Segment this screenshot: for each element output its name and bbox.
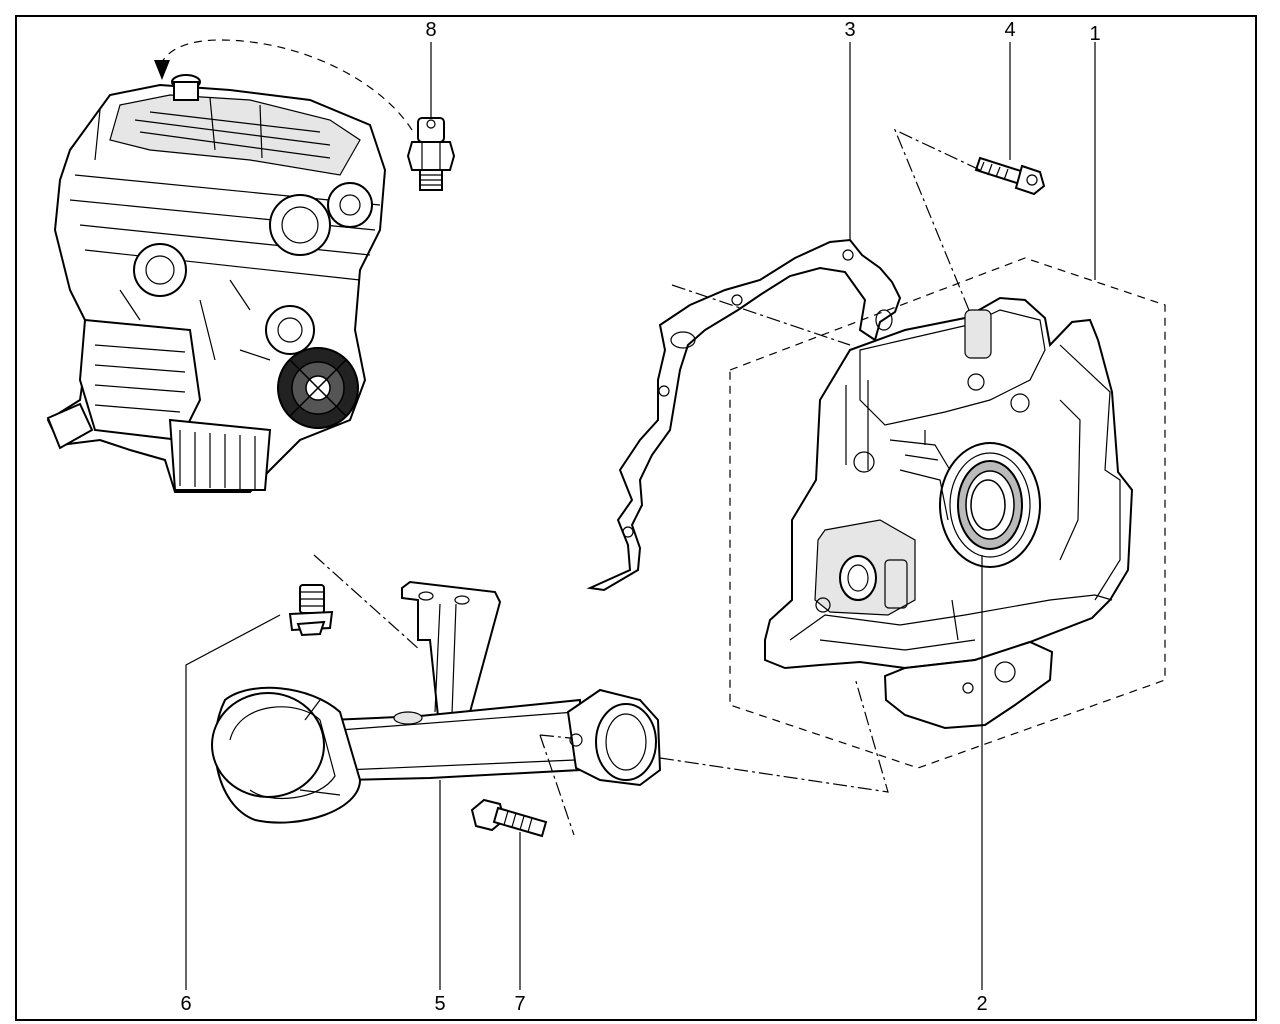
part-3-gasket <box>586 238 902 592</box>
oil-pump-location-highlight <box>277 347 359 429</box>
part-7-bolt <box>470 798 548 838</box>
part-4-bolt <box>974 156 1046 196</box>
part-5-oil-pickup-pipe <box>211 580 662 824</box>
callout-3: 3 <box>844 19 855 41</box>
callout-2: 2 <box>976 993 987 1015</box>
leader-lines <box>185 42 1096 990</box>
callout-8: 8 <box>425 19 436 41</box>
relocation-arrow <box>161 39 413 131</box>
callout-5: 5 <box>434 993 445 1015</box>
part-1-oil-pump-group-box <box>729 257 1166 769</box>
part-8-oil-pressure-switch <box>406 117 456 191</box>
callout-1: 1 <box>1089 23 1100 45</box>
callout-6: 6 <box>180 993 191 1015</box>
engine-assembly-drawing <box>46 39 413 493</box>
diagram-frame <box>15 15 1257 1021</box>
callout-7: 7 <box>514 993 525 1015</box>
part-1-oil-pump-housing <box>764 296 1134 730</box>
part-6-bolt <box>288 584 334 637</box>
callout-4: 4 <box>1004 19 1015 41</box>
callout-labels: 1 2 3 4 5 6 7 8 <box>180 19 1100 1015</box>
part-2-oil-seal <box>957 460 1023 550</box>
arrow-head-icon <box>154 60 170 80</box>
